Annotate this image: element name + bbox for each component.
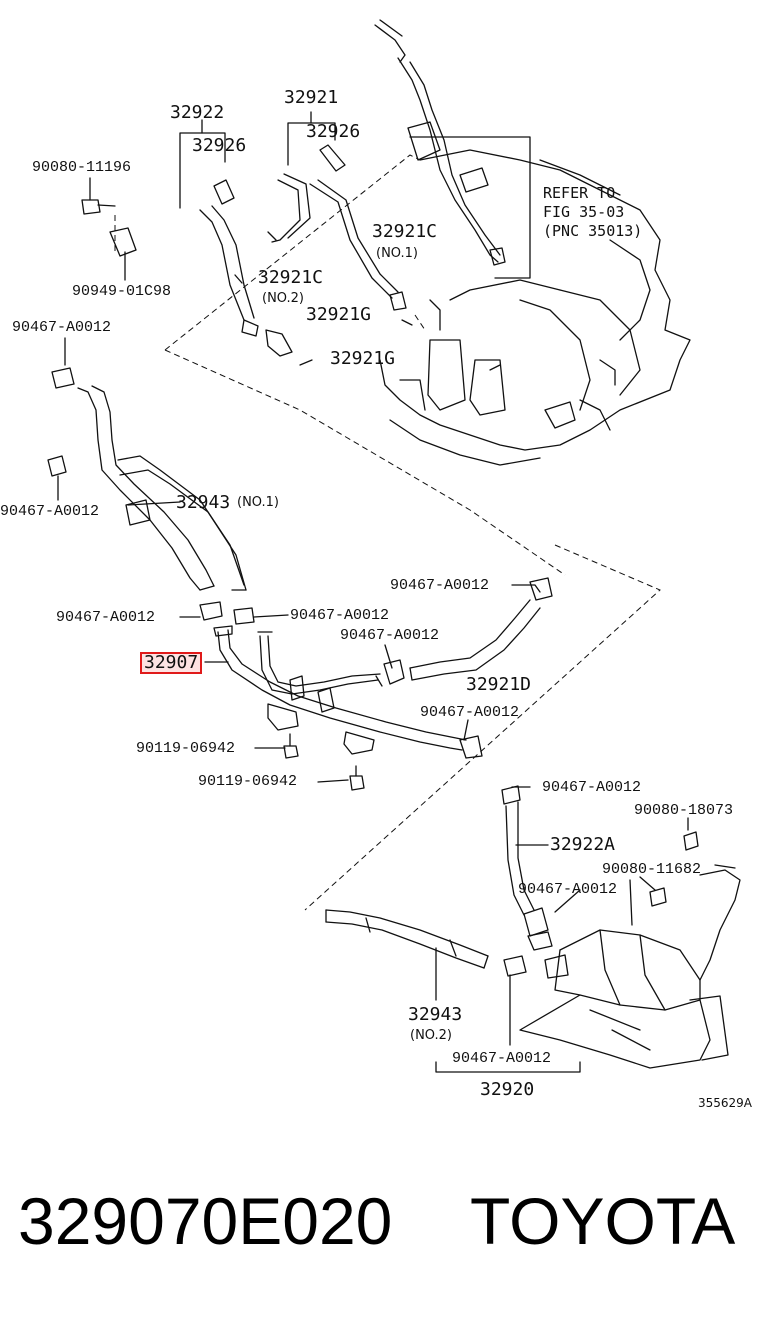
brand-name: TOYOTA — [470, 1184, 736, 1258]
label-90467-e: 90467-A0012 — [290, 607, 390, 624]
label-32922a: 32922A — [550, 834, 616, 855]
label-no1-hose: (NO.1) — [237, 495, 279, 510]
label-32921g-lower: 32921G — [330, 348, 396, 369]
label-32921c-no1: 32921C — [372, 221, 438, 242]
label-no2-upper: (NO.2) — [262, 291, 304, 306]
label-90467-j: 90467-A0012 — [452, 1050, 552, 1067]
refer-note: REFER TO FIG 35-03 (PNC 35013) — [543, 184, 643, 240]
bolt-clip-group — [81, 177, 137, 281]
label-32920: 32920 — [480, 1079, 535, 1100]
label-90467-g: 90467-A0012 — [420, 704, 520, 721]
label-32921: 32921 — [284, 87, 339, 108]
label-no1-upper: (NO.1) — [376, 246, 418, 261]
label-32926-left: 32926 — [192, 135, 247, 156]
upper-hoses — [179, 111, 413, 366]
label-90467-h: 90467-A0012 — [542, 779, 642, 796]
hose-32943-no1 — [77, 385, 247, 591]
label-32921g-upper: 32921G — [306, 304, 372, 325]
clamps-left — [47, 367, 255, 625]
label-90119-06942-b: 90119-06942 — [198, 773, 298, 790]
label-32943-no2: 32943 — [408, 1004, 463, 1025]
leader-lines — [57, 337, 689, 1073]
label-90080-11196: 90080-11196 — [32, 159, 132, 176]
label-90467-c: 90467-A0012 — [390, 577, 490, 594]
label-32943-no1: 32943 — [176, 492, 231, 513]
transmission-block — [379, 149, 691, 466]
refer-bracket — [409, 136, 531, 279]
label-32921d: 32921D — [466, 674, 532, 695]
dashed-outlines — [114, 154, 661, 911]
label-90119-06942-a: 90119-06942 — [136, 740, 236, 757]
hose-32943-no2 — [325, 909, 527, 977]
label-32921c-no2: 32921C — [258, 267, 324, 288]
label-90080-11682: 90080-11682 — [602, 861, 702, 878]
label-90467-b: 90467-A0012 — [0, 503, 100, 520]
label-90080-18073: 90080-18073 — [634, 802, 734, 819]
hose-32921d — [383, 577, 553, 759]
label-no2-hose: (NO.2) — [410, 1028, 452, 1043]
dipstick-tube — [374, 19, 506, 266]
part-number: 329070E020 — [18, 1184, 393, 1258]
canister-32920 — [519, 831, 741, 1069]
label-90467-a: 90467-A0012 — [12, 319, 112, 336]
label-90949-01c98: 90949-01C98 — [72, 283, 172, 300]
hose-32922a — [501, 785, 553, 951]
label-32922: 32922 — [170, 102, 225, 123]
diagram-code: 355629A — [698, 1096, 753, 1110]
label-32926-right: 32926 — [306, 121, 361, 142]
pipe-32907 — [213, 625, 467, 791]
label-32907-highlighted[interactable]: 32907 — [140, 652, 203, 674]
label-90467-f: 90467-A0012 — [340, 627, 440, 644]
label-90467-d: 90467-A0012 — [56, 609, 156, 626]
label-90467-i: 90467-A0012 — [518, 881, 618, 898]
